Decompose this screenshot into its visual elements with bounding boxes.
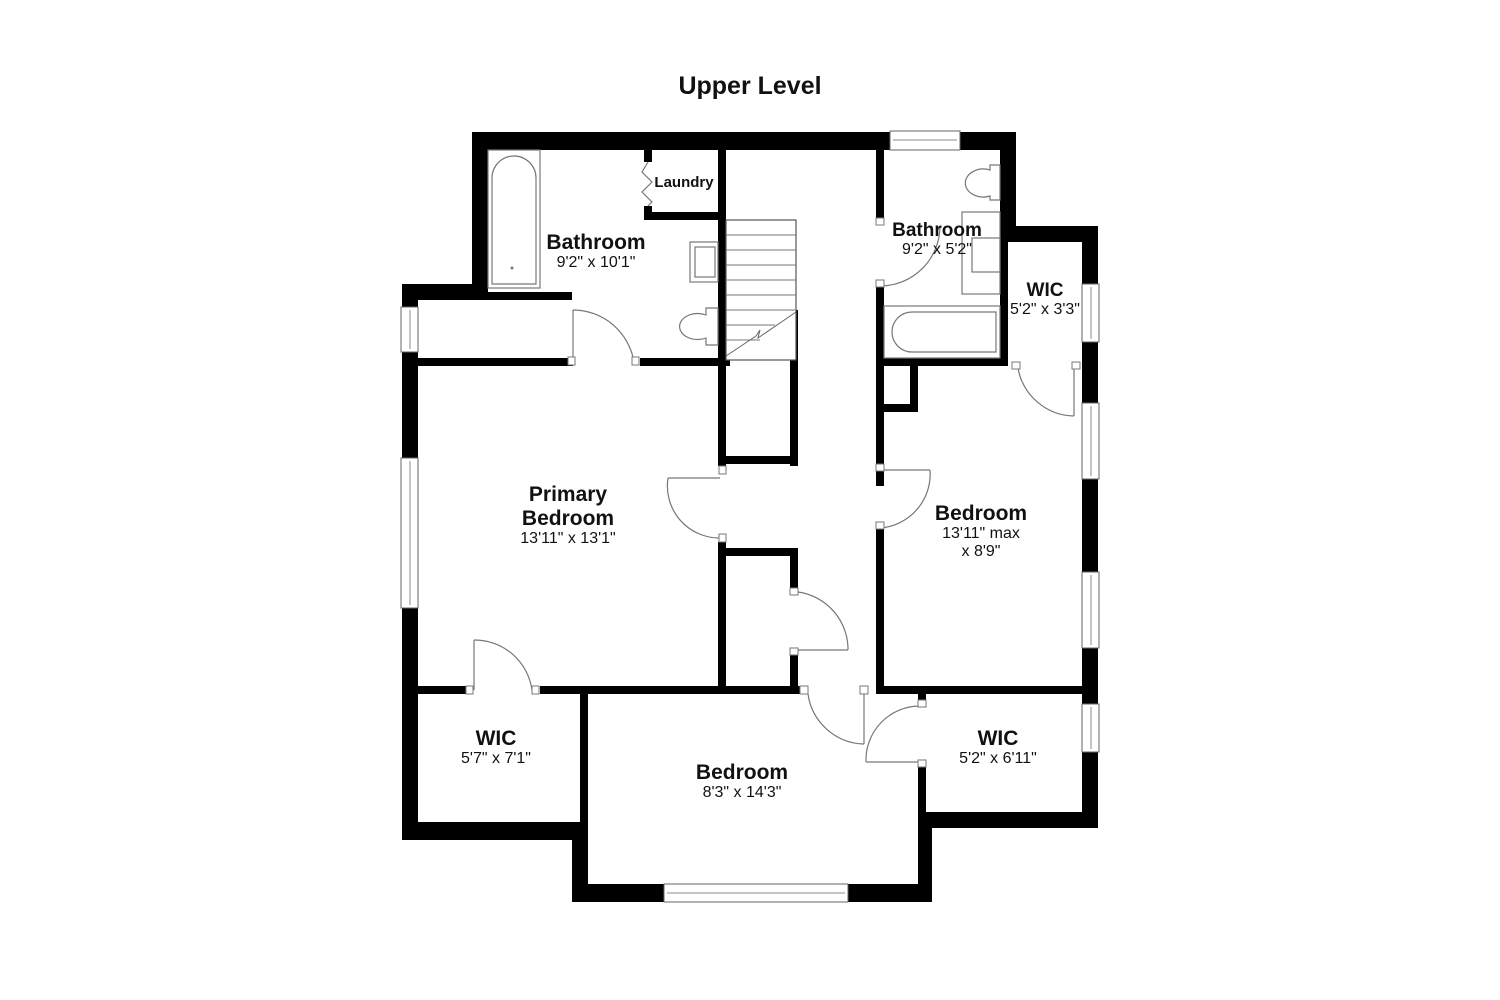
room-dimensions: 5'2" x 6'11" [959,750,1037,767]
room-label-laundry: Laundry [654,175,713,190]
room-label-wic-1: WIC 5'2" x 3'3" [1010,281,1080,318]
room-label-wic-2: WIC 5'7" x 7'1" [461,728,531,767]
sink-icon [689,241,719,283]
room-label-primary-bedroom: Primary Bedroom 13'11" x 13'1" [520,484,615,547]
windows [400,130,1100,903]
room-label-bedroom-2: Bedroom 8'3" x 14'3" [696,762,788,801]
room-name: Bedroom [934,502,1028,525]
interior-walls [418,150,1098,836]
room-dimensions: 9'2" x 10'1" [556,254,636,271]
room-name: WIC [1026,280,1064,301]
bifold-door-icon [641,161,653,207]
room-label-bedroom-1: Bedroom 13'11" max x 8'9" [935,503,1027,560]
room-dimensions: 5'7" x 7'1" [461,750,531,767]
room-name: Laundry [654,174,714,191]
bathtub-icon [487,149,541,289]
room-name: WIC [475,727,517,750]
room-dimensions: 13'11" x 13'1" [520,530,616,547]
toilet-icon [964,164,1001,201]
room-dimensions: 5'2" x 3'3" [1010,301,1080,318]
room-name: Bathroom [546,231,646,254]
room-name: Bedroom [695,761,789,784]
room-dimensions-line2: x 8'9" [961,543,1001,560]
room-label-bathroom-2: Bathroom 9'2" x 5'2" [892,221,982,258]
bathtub-icon [883,305,1001,359]
toilet-icon [679,307,719,346]
fixtures [487,149,1001,359]
room-name-line1: Primary [528,483,608,506]
room-label-bathroom-1: Bathroom 9'2" x 10'1" [546,232,645,271]
room-dimensions-line1: 13'11" max [942,525,1020,542]
room-label-wic-3: WIC 5'2" x 6'11" [959,728,1037,767]
room-name: Bathroom [892,220,982,241]
room-dimensions: 9'2" x 5'2" [902,241,972,258]
floor-plan-title: Upper Level [678,72,822,100]
doors [465,217,1081,768]
room-name: WIC [977,727,1019,750]
staircase [725,219,797,361]
room-name-line2: Bedroom [521,507,615,530]
room-dimensions: 8'3" x 14'3" [702,784,782,801]
